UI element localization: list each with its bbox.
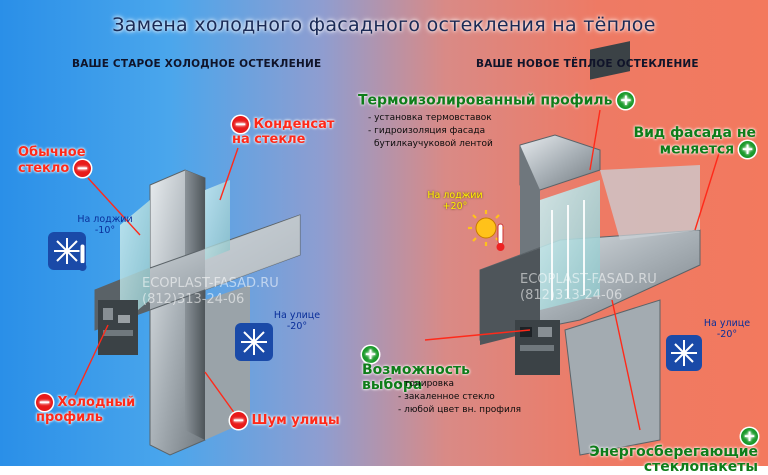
- left-outside-temp-label: На улице: [273, 310, 321, 321]
- right-inside-temp-label: На лоджии: [427, 190, 483, 201]
- watermark-phone: (812)313-24-06: [520, 288, 623, 303]
- sun-icon: [468, 210, 504, 246]
- label-street-noise: − Шум улицы: [230, 412, 370, 429]
- choice-note-2: - закаленное стекло: [398, 392, 495, 402]
- thermo-note-1: - установка термовставок: [368, 113, 492, 123]
- left-outside-temp: На улице -20°: [262, 310, 332, 332]
- right-outside-temp-value: -20°: [716, 329, 738, 340]
- choice-note-3: - любой цвет вн. профиля: [398, 405, 521, 415]
- label-energy: + Энергосберегающие стеклопакеты: [568, 428, 758, 474]
- right-outside-temp: На улице -20°: [694, 318, 760, 340]
- label-thermo-profile: Термоизолированный профиль +: [358, 92, 635, 109]
- pointer-lines-red: [74, 147, 239, 419]
- watermark-right: ECOPLAST-FASAD.RU (812)313-24-06: [520, 272, 657, 304]
- energy-text: Энергосберегающие стеклопакеты: [589, 444, 758, 475]
- cold-profile-text: Холодный профиль: [36, 395, 136, 425]
- right-subtitle: ВАШЕ НОВОЕ ТЁПЛОЕ ОСТЕКЛЕНИЕ: [476, 58, 699, 70]
- choice-note-1: - тонировка: [398, 379, 455, 389]
- facade-text: Вид фасада не меняется: [633, 125, 756, 158]
- watermark-phone: (812)313-24-06: [142, 292, 245, 307]
- minus-icon: −: [232, 116, 249, 133]
- thermo-profile-notes: - установка термовставок - гидроизоляция…: [368, 112, 493, 151]
- plus-icon: +: [739, 140, 756, 158]
- snowflake-icon-left-outside: [235, 323, 273, 361]
- watermark-left: ECOPLAST-FASAD.RU (812)313-24-06: [142, 276, 279, 308]
- snowflake-icon-left-inside: [48, 232, 86, 270]
- choice-notes: - тонировка - закаленное стекло - любой …: [398, 378, 521, 417]
- left-inside-temp-label: На лоджии: [77, 214, 133, 225]
- plus-icon: +: [362, 346, 379, 363]
- right-outside-temp-label: На улице: [703, 318, 751, 329]
- plus-icon: +: [617, 92, 635, 109]
- minus-icon: −: [73, 159, 91, 177]
- minus-icon: −: [230, 412, 247, 429]
- thermometer-icon-right: [496, 223, 505, 251]
- snowflake-icon-right-outside: [666, 335, 702, 371]
- label-condensate: − Конденсат на стекле: [232, 116, 352, 147]
- right-inside-temp: На лоджии +20°: [420, 190, 490, 212]
- page-title: Замена холодного фасадного остекления на…: [112, 14, 656, 36]
- watermark-site: ECOPLAST-FASAD.RU: [142, 276, 279, 291]
- thermo-note-3: бутилкаучуковой лентой: [374, 139, 493, 149]
- label-facade: Вид фасада не меняется +: [628, 126, 756, 158]
- label-cold-profile: − Холодный профиль: [36, 394, 146, 425]
- pointer-lines-right: [424, 109, 721, 431]
- watermark-site: ECOPLAST-FASAD.RU: [520, 272, 657, 287]
- label-ordinary-glass: Обычное стекло −: [18, 146, 118, 177]
- left-inside-temp-value: -10°: [94, 225, 116, 236]
- plus-icon: +: [741, 428, 758, 445]
- right-inside-temp-value: +20°: [442, 201, 468, 212]
- new-profile-drawing: [479, 41, 701, 456]
- thermo-note-2: - гидроизоляция фасада: [368, 126, 486, 136]
- label-choice: + Возможность выбора: [362, 346, 482, 392]
- street-noise-text: Шум улицы: [251, 413, 340, 428]
- left-subtitle: ВАШЕ СТАРОЕ ХОЛОДНОЕ ОСТЕКЛЕНИЕ: [72, 58, 322, 70]
- thermometer-icon-left: [78, 243, 87, 271]
- left-inside-temp: На лоджии -10°: [70, 214, 140, 236]
- condensate-text: Конденсат на стекле: [232, 117, 335, 147]
- choice-text: Возможность выбора: [362, 362, 470, 393]
- thermo-profile-text: Термоизолированный профиль: [358, 92, 613, 109]
- ordinary-glass-text: Обычное стекло: [18, 145, 86, 176]
- minus-icon: −: [36, 394, 53, 411]
- left-outside-temp-value: -20°: [286, 321, 308, 332]
